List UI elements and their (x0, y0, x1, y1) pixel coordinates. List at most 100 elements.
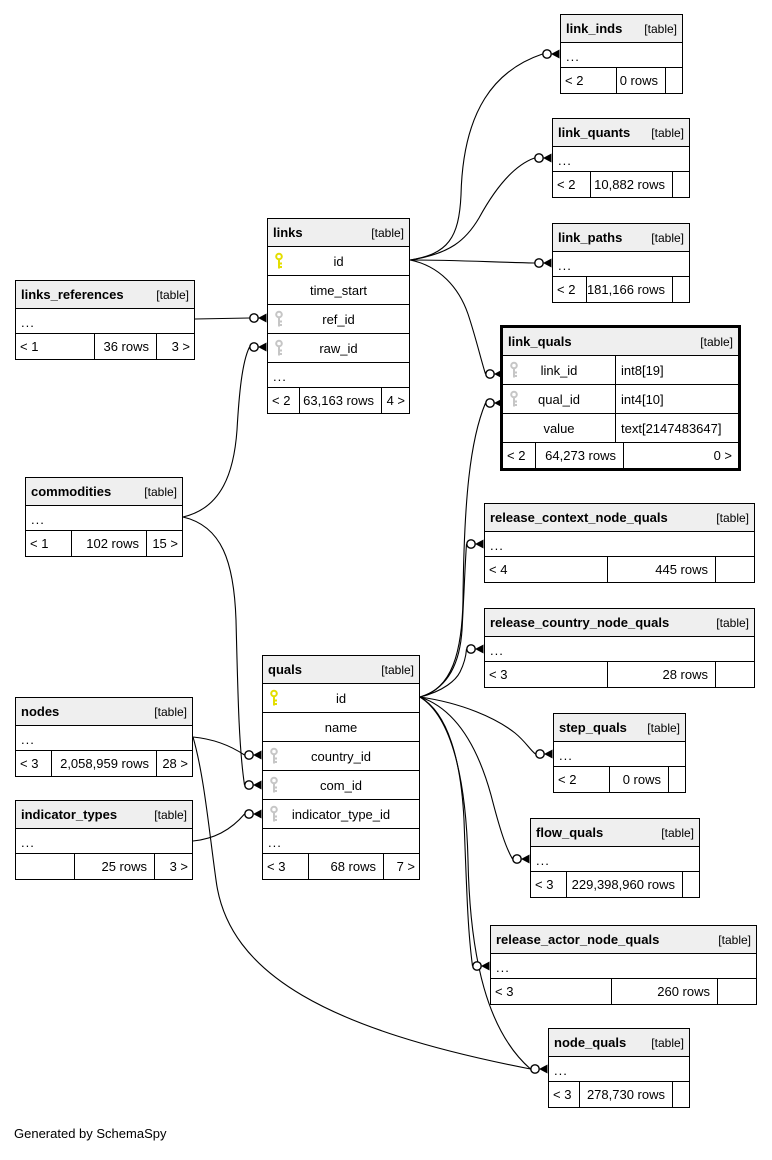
primary-key-icon (275, 252, 283, 269)
table-link_paths[interactable]: link_paths [table] ... < 2 181,166 rows (552, 223, 690, 303)
table-tag: [table] (700, 334, 733, 349)
table-footer: < 4 445 rows (485, 557, 754, 582)
more-columns-row[interactable]: ... (263, 829, 419, 854)
table-link_inds[interactable]: link_inds [table] ... < 2 0 rows (560, 14, 683, 94)
more-columns-row[interactable]: ... (268, 363, 409, 388)
table-header[interactable]: release_context_node_quals [table] (485, 504, 754, 532)
table-header[interactable]: link_quants [table] (553, 119, 689, 147)
table-header[interactable]: flow_quals [table] (531, 819, 699, 847)
children-count (672, 1082, 689, 1107)
table-header[interactable]: link_quals [table] (503, 328, 738, 356)
more-columns-row[interactable]: ... (531, 847, 699, 872)
parents-count (16, 854, 74, 879)
column-row-qual_id[interactable]: qual_id int4[10] (503, 385, 738, 414)
table-nodes[interactable]: nodes [table] ... < 3 2,058,959 rows 28 … (15, 697, 193, 777)
table-footer: < 3 229,398,960 rows (531, 872, 699, 897)
table-header[interactable]: indicator_types [table] (16, 801, 192, 829)
more-columns-row[interactable]: ... (553, 147, 689, 172)
table-link_quals[interactable]: link_quals [table] link_id int8[19] qual… (500, 325, 741, 471)
table-step_quals[interactable]: step_quals [table] ... < 2 0 rows (553, 713, 686, 793)
parents-count[interactable]: < 2 (557, 177, 576, 192)
column-row-indicator_type_id[interactable]: indicator_type_id (263, 800, 419, 829)
column-name: com_id (320, 777, 362, 793)
parents-count[interactable]: < 3 (553, 1087, 572, 1102)
column-row-country_id[interactable]: country_id (263, 742, 419, 771)
more-columns-row[interactable]: ... (485, 637, 754, 662)
table-header[interactable]: release_actor_node_quals [table] (491, 926, 756, 954)
table-header[interactable]: link_inds [table] (561, 15, 682, 43)
parents-count[interactable]: < 2 (557, 282, 576, 297)
table-footer: < 3 278,730 rows (549, 1082, 689, 1107)
table-release_actor_node_quals[interactable]: release_actor_node_quals [table] ... < 3… (490, 925, 757, 1005)
table-release_context_node_quals[interactable]: release_context_node_quals [table] ... <… (484, 503, 755, 583)
table-footer: < 2 0 rows (554, 767, 685, 792)
column-type: int4[10] (621, 391, 664, 407)
children-count[interactable]: 4 > (381, 388, 409, 413)
column-row-com_id[interactable]: com_id (263, 771, 419, 800)
table-name: link_quants (558, 125, 631, 140)
table-node_quals[interactable]: node_quals [table] ... < 3 278,730 rows (548, 1028, 690, 1108)
children-count[interactable]: 15 > (146, 531, 182, 556)
parents-count[interactable]: < 2 (565, 73, 584, 88)
table-indicator_types[interactable]: indicator_types [table] ... 25 rows 3 > (15, 800, 193, 880)
parents-count[interactable]: < 1 (20, 339, 39, 354)
table-header[interactable]: links [table] (268, 219, 409, 247)
table-name: link_quals (508, 334, 572, 349)
column-row-value[interactable]: value text[2147483647] (503, 414, 738, 443)
column-row-link_id[interactable]: link_id int8[19] (503, 356, 738, 385)
table-links[interactable]: links [table] id time_start ref_id raw_i… (267, 218, 410, 414)
more-columns-row[interactable]: ... (26, 506, 182, 531)
more-columns-row[interactable]: ... (485, 532, 754, 557)
table-header[interactable]: release_country_node_quals [table] (485, 609, 754, 637)
parents-count[interactable]: < 3 (267, 859, 286, 874)
table-tag: [table] (718, 932, 751, 947)
parents-count[interactable]: < 1 (30, 536, 49, 551)
table-quals[interactable]: quals [table] id name country_id com_id … (262, 655, 420, 880)
table-header[interactable]: nodes [table] (16, 698, 192, 726)
more-columns-row[interactable]: ... (491, 954, 756, 979)
column-row-time_start[interactable]: time_start (268, 276, 409, 305)
column-row-id[interactable]: id (268, 247, 409, 276)
more-columns-row[interactable]: ... (16, 829, 192, 854)
foreign-key-icon (510, 361, 518, 378)
children-count[interactable]: 28 > (156, 751, 192, 776)
column-row-raw_id[interactable]: raw_id (268, 334, 409, 363)
table-header[interactable]: link_paths [table] (553, 224, 689, 252)
table-links_references[interactable]: links_references [table] ... < 1 36 rows… (15, 280, 195, 360)
children-count[interactable]: 3 > (154, 854, 192, 879)
parents-count[interactable]: < 3 (535, 877, 554, 892)
parents-count[interactable]: < 3 (495, 984, 514, 999)
table-flow_quals[interactable]: flow_quals [table] ... < 3 229,398,960 r… (530, 818, 700, 898)
parents-count[interactable]: < 3 (489, 667, 508, 682)
table-header[interactable]: quals [table] (263, 656, 419, 684)
table-link_quants[interactable]: link_quants [table] ... < 2 10,882 rows (552, 118, 690, 198)
children-count[interactable]: 0 > (623, 443, 738, 468)
table-header[interactable]: node_quals [table] (549, 1029, 689, 1057)
more-columns-row[interactable]: ... (16, 726, 192, 751)
more-columns-row[interactable]: ... (16, 309, 194, 334)
table-release_country_node_quals[interactable]: release_country_node_quals [table] ... <… (484, 608, 755, 688)
parents-count[interactable]: < 2 (272, 393, 291, 408)
more-columns-row[interactable]: ... (554, 742, 685, 767)
table-header[interactable]: commodities [table] (26, 478, 182, 506)
table-header[interactable]: step_quals [table] (554, 714, 685, 742)
table-name: release_actor_node_quals (496, 932, 660, 947)
table-commodities[interactable]: commodities [table] ... < 1 102 rows 15 … (25, 477, 183, 557)
children-count[interactable]: 7 > (383, 854, 419, 879)
parents-count[interactable]: < 4 (489, 562, 508, 577)
children-count[interactable]: 3 > (156, 334, 194, 359)
column-row-id[interactable]: id (263, 684, 419, 713)
table-tag: [table] (156, 287, 189, 302)
parents-count[interactable]: < 2 (558, 772, 577, 787)
table-header[interactable]: links_references [table] (16, 281, 194, 309)
table-tag: [table] (661, 825, 694, 840)
column-row-name[interactable]: name (263, 713, 419, 742)
column-row-ref_id[interactable]: ref_id (268, 305, 409, 334)
more-columns-row[interactable]: ... (561, 43, 682, 68)
more-columns-row[interactable]: ... (549, 1057, 689, 1082)
more-columns-row[interactable]: ... (553, 252, 689, 277)
table-name: links (273, 225, 303, 240)
parents-count[interactable]: < 3 (20, 756, 39, 771)
parents-count[interactable]: < 2 (507, 448, 526, 463)
